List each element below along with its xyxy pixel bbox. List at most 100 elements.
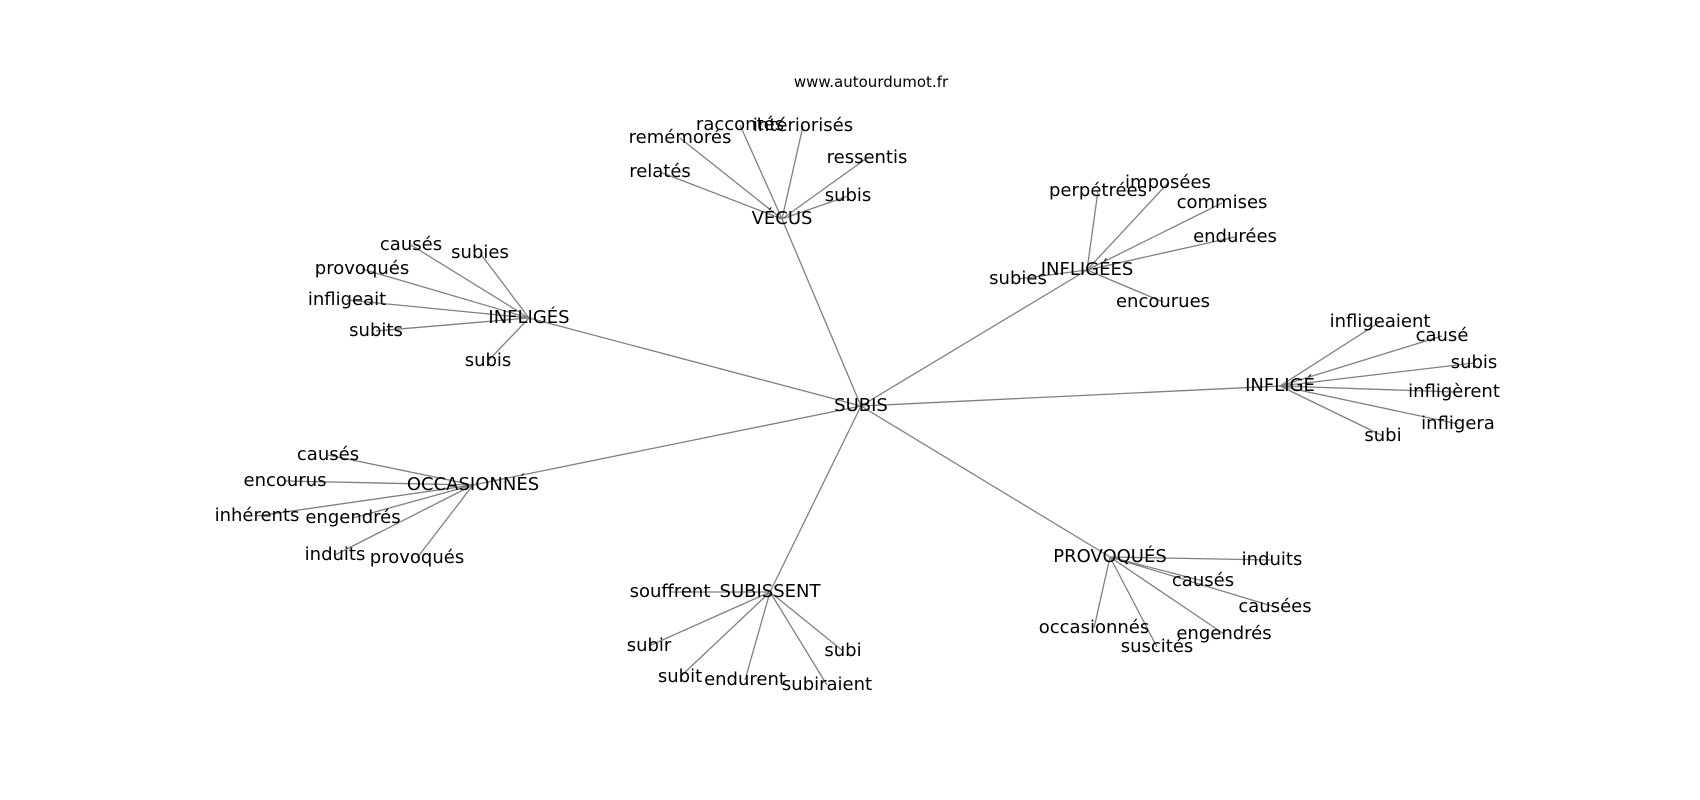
edge-hub-leaf [769, 591, 844, 652]
leaf-node: subi [824, 640, 862, 661]
edge-hub-leaf [487, 317, 530, 362]
leaf-node: causées [1238, 596, 1312, 617]
hub-node: INFLIGÉS [488, 307, 570, 328]
edge-hub-leaf [781, 125, 804, 220]
leaf-node: causés [296, 444, 360, 465]
edge-hub-leaf [769, 591, 828, 686]
edge-hub-leaf [1086, 190, 1099, 271]
leaf-node: infligèrent [1408, 381, 1500, 402]
hub-node: PROVOQUÉS [1053, 546, 1167, 567]
edge-hub-leaf [410, 244, 530, 319]
leaf-node: encourues [1115, 291, 1211, 312]
leaf-node: imposées [1125, 172, 1211, 193]
leaf-node: induits [304, 544, 366, 565]
leaf-node: subir [626, 635, 672, 656]
edge-hub-leaf [479, 252, 530, 319]
edge-hub-leaf [346, 299, 530, 319]
leaf-node: provoqués [369, 547, 465, 568]
edge-center-hub [860, 385, 1281, 407]
edge-hub-leaf [327, 454, 474, 486]
edge-hub-leaf [1109, 556, 1273, 561]
leaf-node: subies [989, 268, 1047, 289]
leaf-node: relatés [629, 161, 691, 182]
leaf-node: subi [1364, 425, 1402, 446]
leaf-node: subis [1450, 352, 1498, 373]
edge-hub-leaf [1279, 385, 1384, 437]
leaf-node: commises [1176, 192, 1268, 213]
hub-node: SUBISSENT [719, 581, 821, 602]
edge-center-hub [769, 405, 862, 593]
edge-hub-leaf [334, 484, 474, 556]
edge-hub-leaf [739, 124, 783, 220]
edge-hub-leaf [1279, 362, 1475, 387]
leaf-node: causés [379, 234, 443, 255]
edge-hub-leaf [1109, 556, 1225, 635]
hub-node: INFLIGÉ [1245, 375, 1315, 396]
edge-hub-leaf [1086, 182, 1169, 271]
leaf-node: ressentis [826, 147, 908, 168]
edge-hub-leaf [659, 171, 783, 220]
leaf-node: subiraient [781, 674, 873, 695]
leaf-node: remémorés [628, 127, 732, 148]
edge-hub-leaf [1279, 335, 1443, 387]
edge-hub-leaf [1109, 556, 1276, 608]
edge-hub-leaf [1086, 202, 1223, 271]
edge-hub-leaf [781, 195, 849, 220]
leaf-node: intériorisés [752, 115, 854, 136]
hub-node: VÉCUS [751, 208, 813, 229]
edge-hub-leaf [1086, 269, 1164, 303]
leaf-node: suscités [1120, 636, 1194, 657]
edge-hub-leaf [1279, 385, 1459, 425]
hub-node: INFLIGÉES [1040, 259, 1134, 280]
leaf-node: causés [1171, 570, 1235, 591]
leaf-node: engendrés [1176, 623, 1272, 644]
edge-hub-leaf [416, 484, 474, 559]
leaf-node: infligeait [307, 289, 387, 310]
leaf-node: subis [824, 185, 872, 206]
leaf-node: encourus [243, 470, 327, 491]
leaf-node: subies [451, 242, 509, 263]
edge-hub-leaf [375, 317, 530, 332]
edge-hub-leaf [256, 484, 474, 517]
edge-hub-leaf [679, 591, 771, 678]
hub-node: OCCASIONNÉS [406, 474, 540, 495]
leaf-node: subits [349, 320, 403, 341]
edge-hub-leaf [1086, 236, 1236, 271]
edge-hub-leaf [648, 591, 771, 647]
edge-hub-leaf [744, 591, 771, 681]
edge-hub-leaf [352, 484, 474, 519]
edge-hub-leaf [781, 157, 868, 220]
edge-hub-leaf [1093, 556, 1111, 629]
edge-hub-leaf [1017, 269, 1088, 280]
edge-center-hub [781, 218, 862, 407]
edge-hub-leaf [361, 268, 530, 319]
edge-hub-leaf [1109, 556, 1204, 582]
leaf-node: induits [1241, 549, 1303, 570]
watermark: www.autourdumot.fr [793, 73, 949, 91]
edge-center-hub [472, 405, 862, 486]
leaf-node: engendrés [305, 507, 401, 528]
leaf-node: raccontés [695, 114, 785, 135]
leaf-node: subis [464, 350, 512, 371]
edge-hub-leaf [1279, 321, 1381, 387]
leaf-node: infligeaient [1329, 311, 1431, 332]
leaf-node: provoqués [314, 258, 410, 279]
leaf-node: occasionnés [1038, 617, 1150, 638]
leaf-node: endurent [704, 669, 786, 690]
leaf-node: perpétrées [1049, 180, 1147, 201]
edge-hub-leaf [284, 480, 474, 486]
center-node: SUBIS [834, 395, 888, 416]
leaf-node: souffrent [629, 581, 711, 602]
edge-hub-leaf [1279, 385, 1455, 393]
leaf-node: subit [657, 666, 703, 687]
leaf-node: endurées [1193, 226, 1277, 247]
edge-center-hub [860, 405, 1111, 558]
leaf-node: inhérents [214, 505, 300, 526]
edge-hub-leaf [1109, 556, 1158, 648]
leaf-node: causé [1415, 325, 1469, 346]
edge-center-hub [860, 269, 1088, 407]
leaf-node: infligera [1421, 413, 1495, 434]
edge-center-hub [528, 317, 862, 407]
